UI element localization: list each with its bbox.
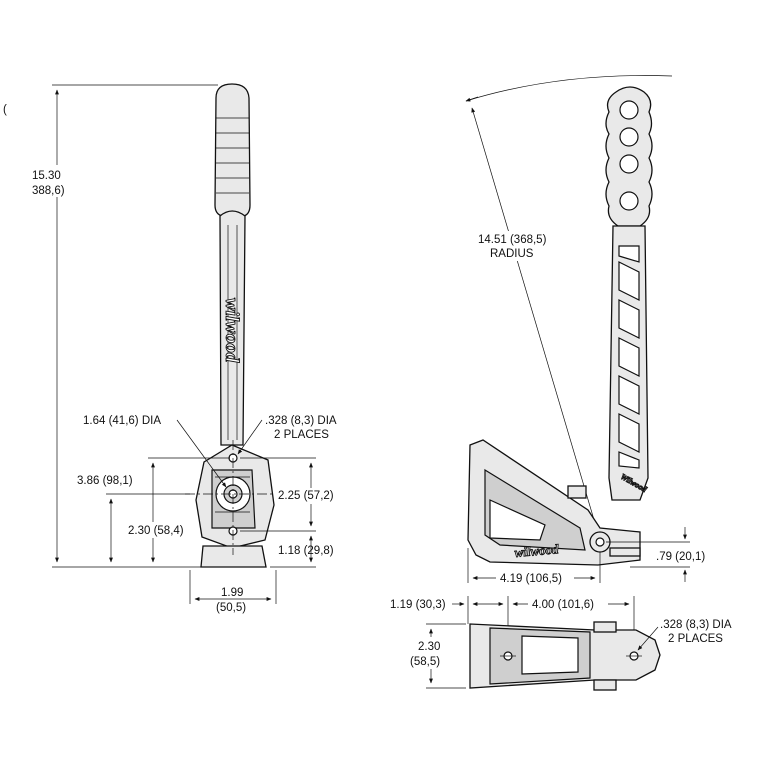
- finger-hole-2: [619, 127, 639, 147]
- front-base-foot: [200, 545, 267, 568]
- hub-dia-leader: [176, 419, 227, 488]
- base-width-inch: 1.99: [221, 587, 243, 599]
- lower-height-label: 2.30 (58,4): [128, 525, 184, 537]
- top-stud: [593, 621, 617, 633]
- brand-logo-side: wilwood: [514, 541, 560, 560]
- base-length-label: 4.19 (106,5): [500, 573, 562, 585]
- side-pivot-hole: [595, 537, 605, 547]
- side-shaft: Wilwood: [608, 225, 650, 501]
- cable-stud: [567, 485, 587, 499]
- front-offset-label: 1.19 (30,3): [390, 599, 446, 611]
- lock-bar: [609, 547, 641, 557]
- radius-leader: [471, 107, 601, 541]
- pivot-housing: [195, 444, 275, 549]
- dimension-label-bg: [28, 165, 68, 197]
- base-to-hole-label: 1.18 (29,8): [278, 545, 334, 557]
- base-width-mm: (50,5): [216, 602, 246, 614]
- handle-shaft: wilwood: [219, 210, 246, 446]
- pivot-hole-dia-label: .328 (8,3) DIA: [265, 415, 337, 427]
- top-width-inch: 2.30: [418, 641, 440, 653]
- pivot-offset-label: .79 (20,1): [656, 551, 705, 563]
- mount-hole-qty-label: 2 PLACES: [668, 633, 723, 645]
- pivot-hole-leader: [237, 419, 263, 455]
- finger-hole-3: [619, 154, 639, 174]
- hole-spacing-label: 2.25 (57,2): [278, 490, 334, 502]
- hub-dia-label: 1.64 (41,6) DIA: [83, 415, 161, 427]
- mount-hole-dia-label: .328 (8,3) DIA: [660, 619, 732, 631]
- finger-hole-1: [619, 100, 639, 120]
- finger-hole-4: [619, 191, 639, 211]
- radius-value-label: 14.51 (368,5): [478, 234, 547, 246]
- side-grip: [605, 86, 653, 227]
- brand-logo-vertical: wilwood: [221, 298, 242, 363]
- side-view: 14.51 (368,5) RADIUS Wilwood: [465, 75, 705, 586]
- top-view: 1.19 (30,3) 4.00 (101,6) .328 (8,3) DIA …: [390, 596, 732, 691]
- pivot-height-label: 3.86 (98,1): [77, 475, 133, 487]
- pivot-hole-qty-label: 2 PLACES: [274, 429, 329, 441]
- overall-height-mm: 388,6): [32, 185, 65, 197]
- radius-word-label: RADIUS: [490, 248, 534, 260]
- top-width-mm: (58,5): [410, 656, 440, 668]
- stray-mark: (: [3, 104, 7, 116]
- radius-arc: [465, 75, 673, 102]
- front-view: 15.30 388,6) wilwood: [28, 83, 345, 614]
- overall-height-inch: 15.30: [32, 170, 61, 182]
- side-bracket: wilwood: [467, 439, 641, 566]
- top-hole-spacing-label: 4.00 (101,6): [532, 599, 594, 611]
- handle-grip: [214, 83, 251, 217]
- mount-hole-leader: [637, 626, 659, 651]
